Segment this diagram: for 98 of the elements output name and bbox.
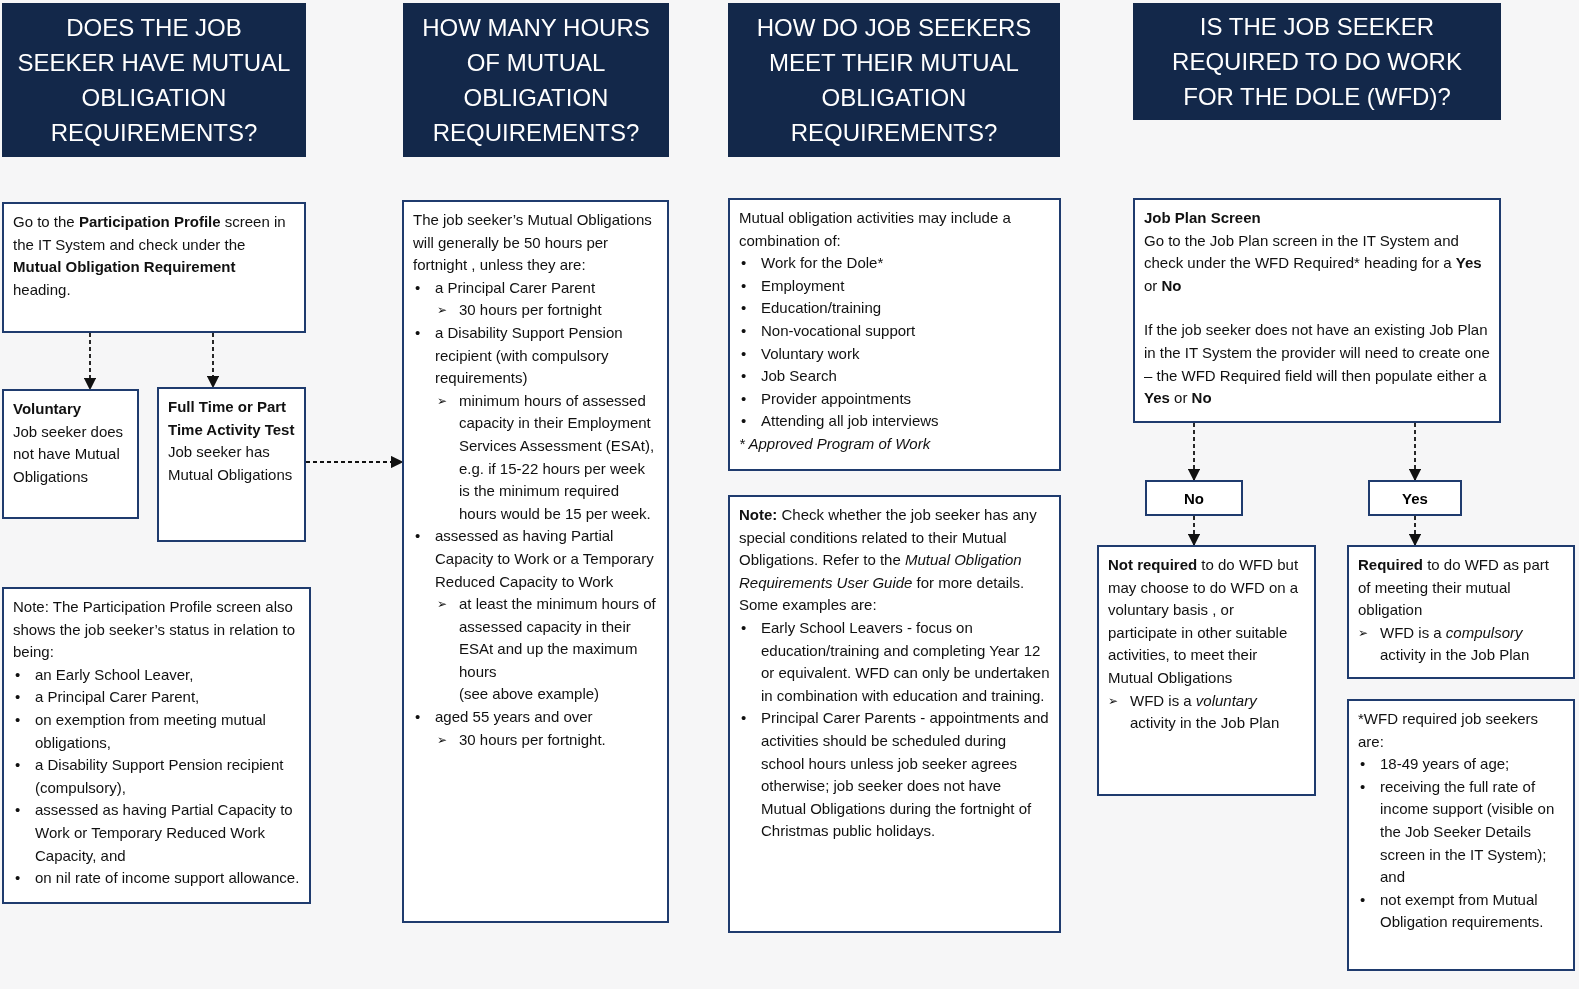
sub-item: WFD is a voluntary activity in the Job Plan [1130,690,1281,734]
bullet-icon: • [415,706,435,729]
paragraph: Mutual obligation activities may include a combination of: [739,208,1012,251]
dashed-arrow [1187,422,1201,482]
text-box [1347,699,1575,971]
header-text: HOW MANY HOURS OF MUTUAL OBLIGATION REQUIREMENTS? [421,13,651,148]
bullet-item: 18-49 years of age; [1380,754,1511,775]
heading: Job Plan Screen [1144,208,1262,228]
choice-label: Yes [1402,489,1428,507]
text-box [728,495,1061,933]
dashed-arrow [305,455,404,469]
arrowhead-bullet-icon: ➢ [437,389,459,413]
sub-item: at least the minimum hours of assessed capacity in their ESAt and up the maximum hours [459,594,657,682]
bullet-item: a Principal Carer Parent, [35,687,201,708]
bullet-icon: • [741,342,761,366]
bullet-icon: • [15,686,35,709]
arrowhead-bullet-icon: ➢ [1358,621,1380,645]
heading: Full Time or Part Time Activity Test [168,397,295,440]
paragraph: Job seeker does not have Mutual Obligations [13,421,125,487]
bullet-icon: • [741,387,761,411]
decision-box [1368,480,1462,516]
choice-label: No [1184,489,1204,507]
bullet-item: Non-vocational support [761,320,917,341]
bullet-item: Education/training [761,298,883,319]
dashed-arrow [1187,515,1201,547]
paragraph: The job seeker’s Mutual Obligations will generally be 50 hours per fortnight , unless they are: [413,210,653,276]
heading: Voluntary [13,399,83,419]
text-box [402,200,669,923]
bullet-icon: • [415,276,435,300]
bullet-item: Principal Carer Parents - appointments and activities should be scheduled during school hours unless job seeker agrees otherwise; job seeker does not have Mutual Obligations during the fortnight of Christmas public holidays. [761,708,1050,842]
sub-item: 30 hours per fortnight [459,300,603,321]
sub-item-note: (see above example) [459,684,601,705]
bullet-icon: • [1360,888,1380,912]
text-box [728,198,1061,471]
bullet-icon: • [741,274,761,298]
column-header [1133,3,1501,120]
bullet-icon: • [15,867,35,890]
bullet-icon: • [15,708,35,732]
bullet-item: Job Search [761,366,838,387]
bullet-item: an Early School Leaver, [35,664,195,685]
text-box [1347,545,1575,679]
dashed-arrow [1408,515,1422,547]
bullet-item: a Disability Support Pension recipient (with compulsory requirements) [435,322,624,389]
sub-item: WFD is a compulsory activity in the Job Plan [1380,622,1531,666]
column-header [403,3,669,157]
bullet-icon: • [15,754,35,777]
column-header [728,3,1060,157]
paragraph: If the job seeker does not have an existing Job Plan in the IT System the provider will need to create one – the WFD Required field will then populate either a Yes or No [1144,320,1490,409]
bullet-icon: • [1360,753,1380,776]
sub-item: 30 hours per fortnight. [459,729,607,750]
header-text: IS THE JOB SEEKER REQUIRED TO DO WORK FOR THE DOLE (WFD)? [1171,12,1463,112]
paragraph: Go to the Job Plan screen in the IT System and check under the WFD Required* heading for a Yes or No [1144,230,1483,296]
bullet-item: on nil rate of income support allowance. [35,868,300,889]
bullet-icon: • [15,663,35,687]
text-box [1097,545,1316,796]
paragraph: Job seeker has Mutual Obligations [168,442,294,485]
arrowhead-bullet-icon: ➢ [437,728,459,752]
paragraph: Note: Check whether the job seeker has any special conditions related to their Mutual Obligations. Refer to the Mutual Obligation Requirements User Guide for more details. Some examples are: [739,505,1038,616]
bullet-icon: • [741,707,761,730]
footnote: * Approved Program of Work [739,433,932,454]
column-header [2,3,306,157]
bullet-item: Attending all job interviews [761,411,940,432]
bullet-item: Employment [761,275,846,296]
arrowhead-bullet-icon: ➢ [437,299,459,322]
bullet-icon: • [15,799,35,822]
bullet-item: a Principal Carer Parent [435,277,597,298]
paragraph: *WFD required job seekers are: [1358,709,1540,752]
bullet-icon: • [415,321,435,345]
bullet-item: Work for the Dole* [761,253,885,274]
sub-item: minimum hours of assessed capacity in their Employment Services Assessment (ESAt), e.g. if 15-22 hours per week is the minimum required hours would be 15 per week. [459,390,656,524]
text-box [1133,198,1501,423]
header-text: DOES THE JOB SEEKER HAVE MUTUAL OBLIGATION REQUIREMENTS? [16,13,292,148]
arrowhead-bullet-icon: ➢ [1108,689,1130,713]
bullet-icon: • [741,252,761,275]
bullet-item: not exempt from Mutual Obligation requirements. [1380,889,1545,933]
dashed-arrow [83,332,97,391]
bullet-item: Early School Leavers - focus on education/training and completing Year 12 or equivalent. WFD can only be undertaken in combination with education and training. [761,617,1050,706]
paragraph: Go to the Participation Profile screen in the IT System and check under the Mutual Obligation Requirement heading. [13,212,287,300]
text-box [2,587,311,904]
bullet-icon: • [741,616,761,640]
bullet-icon: • [1360,775,1380,799]
bullet-icon: • [741,365,761,388]
dashed-arrow [206,332,220,389]
paragraph: Note: The Participation Profile screen also shows the job seeker’s status in relation to being: [13,597,297,663]
bullet-item: Provider appointments [761,388,913,409]
bullet-icon: • [415,525,435,548]
bullet-icon: • [741,297,761,320]
decision-box [1145,480,1243,516]
bullet-icon: • [741,319,761,343]
dashed-arrow [1408,422,1422,482]
bullet-item: aged 55 years and over [435,707,594,728]
header-text: HOW DO JOB SEEKERS MEET THEIR MUTUAL OBLIGATION REQUIREMENTS? [755,13,1033,148]
arrowhead-bullet-icon: ➢ [437,593,459,616]
text-box [157,387,306,542]
bullet-icon: • [741,410,761,433]
text-box [2,389,139,519]
text-box [2,202,306,333]
bullet-item: Voluntary work [761,343,861,364]
